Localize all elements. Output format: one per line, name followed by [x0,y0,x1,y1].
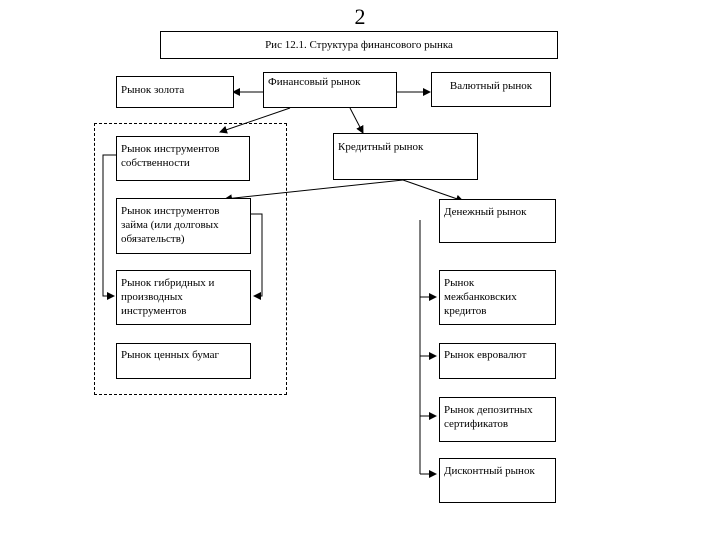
node-gold-market: Рынок золота [116,76,234,108]
node-interbank-market: Рынок межбанковских кредитов [439,270,556,325]
node-securities-market: Рынок ценных бумаг [116,343,251,379]
page-number: 2 [354,4,366,29]
node-debt-market: Рынок инструментов займа (или долговых о… [116,198,251,254]
node-discount-market: Дисконтный рынок [439,458,556,503]
node-eurocurrency-market: Рынок евровалют [439,343,556,379]
arrow-credit-to-debt [224,179,404,203]
securities-market-group [94,123,287,395]
node-credit-market: Кредитный рынок [333,133,478,180]
node-money-market: Денежный рынок [439,199,556,243]
arrow-financial-to-equity [219,107,291,134]
arrow-debt-to-hybrid [251,213,263,300]
arrow-equity-to-hybrid [102,154,116,300]
arrow-credit-to-money [402,179,464,203]
node-currency-market: Валютный рынок [431,72,551,107]
node-financial-market: Финансовый рынок [263,72,397,108]
diagram-title: Рис 12.1. Структура финансового рынка [160,31,558,59]
arrow-financial-to-credit [349,107,364,134]
node-deposit-certificates-market: Рынок депозитных сертификатов [439,397,556,442]
node-equity-market: Рынок инструментов собственности [116,136,250,181]
node-hybrid-market: Рынок гибридных и производных инструмент… [116,270,251,325]
